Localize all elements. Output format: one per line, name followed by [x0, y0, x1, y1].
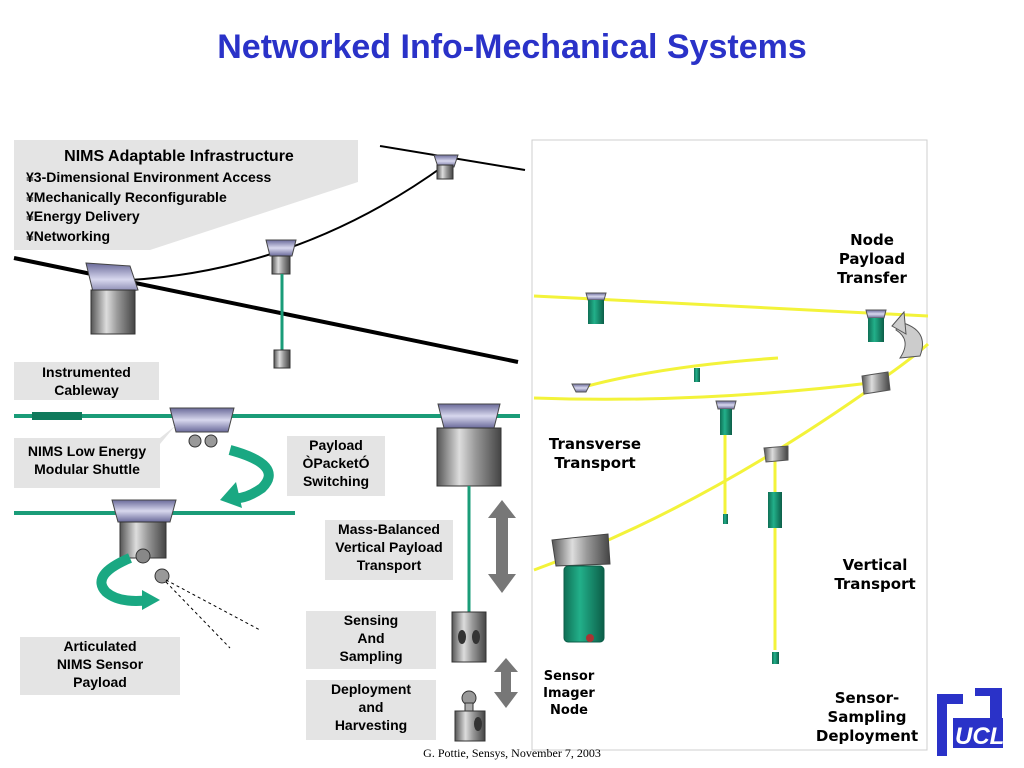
label-line: Modular Shuttle	[34, 461, 140, 477]
sensing-payload	[451, 611, 487, 663]
infrastructure-list: ¥3-Dimensional Environment Access ¥Mecha…	[26, 168, 271, 246]
right-nodes	[571, 292, 891, 664]
label-line: Imager	[543, 686, 595, 701]
transfer-arrow-icon	[891, 310, 923, 359]
label-line: Sensor-	[834, 689, 900, 707]
label-sensor-imager-node: Sensor Imager Node	[534, 668, 604, 719]
label-line: Deployment	[815, 727, 919, 745]
deployment-payload	[454, 690, 486, 742]
rotate-arrow-lower	[96, 553, 151, 606]
label-line: NIMS Sensor	[56, 656, 144, 672]
right-panel	[531, 139, 928, 751]
rotate-arrow-upper	[228, 445, 274, 504]
label-line: Articulated	[63, 638, 137, 654]
label-line: Payload	[838, 250, 906, 268]
label-line: Vertical Payload	[335, 539, 443, 555]
label-line: Transport	[834, 575, 916, 593]
vertical-double-arrow-large	[488, 500, 516, 593]
label-sensor-sampling-deployment: Sensor- Sampling Deployment	[808, 689, 926, 746]
label-line: Harvesting	[334, 717, 408, 733]
label-sensing: Sensing And Sampling	[306, 611, 436, 669]
label-line: Node	[550, 703, 588, 718]
ucla-logo-text: UCLA	[955, 723, 1022, 750]
label-node-payload-transfer: Node Payload Transfer	[818, 231, 926, 288]
label-line: Cableway	[54, 382, 119, 398]
label-line: Payload	[73, 674, 127, 690]
label-instrumented-cableway: Instrumented Cableway	[14, 362, 159, 400]
cable-node-top	[433, 154, 459, 180]
label-line: Transport	[554, 454, 636, 472]
label-articulated: Articulated NIMS Sensor Payload	[20, 637, 180, 695]
label-line: Transfer	[837, 269, 907, 287]
vertical-double-arrow-small	[494, 658, 518, 708]
infrastructure-item: ¥Networking	[26, 227, 111, 244]
label-line: Sensing	[343, 612, 399, 628]
label-line: Sampling	[339, 648, 403, 664]
ucla-logo: UCLA	[937, 688, 1022, 756]
label-line: Sampling	[827, 708, 907, 726]
label-vertical-transport: Vertical Transport	[820, 556, 930, 594]
infrastructure-callout: NIMS Adaptable Infrastructure ¥3-Dimensi…	[14, 140, 359, 248]
cable-node-mid	[265, 239, 297, 369]
label-line: and	[358, 699, 384, 715]
infrastructure-item: ¥Mechanically Reconfigurable	[26, 188, 227, 205]
packet-switch-node	[436, 403, 502, 612]
sensor-imager-node	[551, 533, 611, 643]
label-transverse-transport: Transverse Transport	[535, 435, 655, 473]
label-line: Vertical	[842, 556, 908, 574]
label-line: And	[357, 630, 385, 646]
infrastructure-heading: NIMS Adaptable Infrastructure	[64, 148, 294, 165]
label-line: NIMS Low Energy	[27, 443, 147, 459]
label-line: Transport	[356, 557, 422, 573]
label-deployment: Deployment and Harvesting	[306, 680, 436, 740]
label-line: Node	[850, 231, 894, 249]
slide-title: Networked Info-Mechanical Systems	[217, 28, 807, 66]
infrastructure-item: ¥Energy Delivery	[26, 208, 140, 224]
label-line: Sensor	[543, 669, 595, 684]
label-line: Deployment	[330, 681, 412, 697]
label-line: Payload	[309, 437, 363, 453]
footer-credit: G. Pottie, Sensys, November 7, 2003	[423, 746, 601, 760]
cable-node-large	[85, 262, 139, 335]
label-line: Transverse	[548, 435, 642, 453]
label-line: Switching	[302, 473, 370, 489]
label-line: Instrumented	[42, 364, 131, 380]
shuttle-top	[169, 407, 235, 448]
label-low-energy-shuttle: NIMS Low Energy Modular Shuttle	[14, 442, 160, 486]
infrastructure-item: ¥3-Dimensional Environment Access	[26, 169, 272, 185]
label-line: Mass-Balanced	[338, 521, 440, 537]
shuttle-sensor	[111, 499, 261, 649]
label-line: ÒPacketÓ	[302, 455, 370, 471]
label-mass-balanced: Mass-Balanced Vertical Payload Transport	[325, 520, 453, 580]
label-payload-packet: Payload ÒPacketÓ Switching	[287, 436, 385, 496]
